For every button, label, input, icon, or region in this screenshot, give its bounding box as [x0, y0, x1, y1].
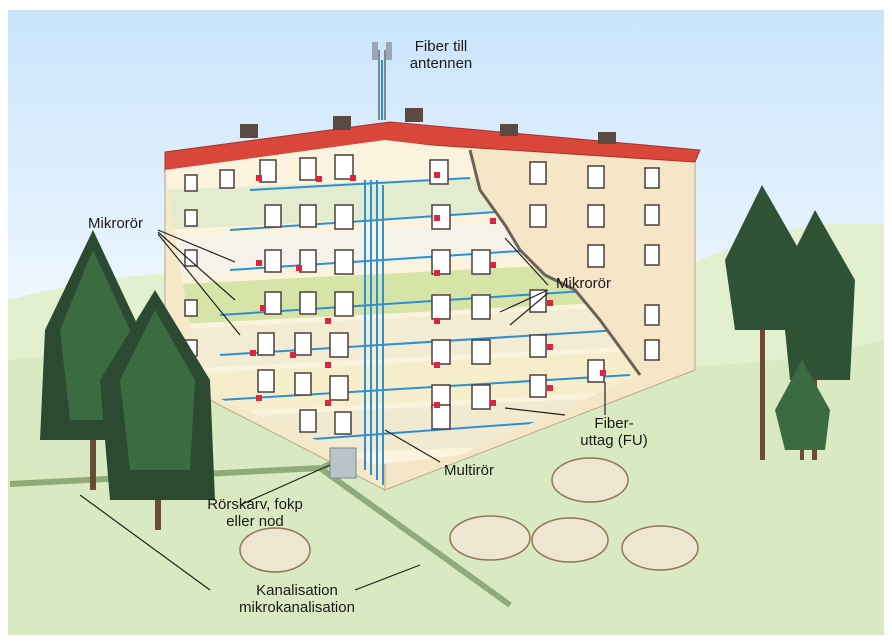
label-rorskarv: Rörskarv, fokp eller nod — [195, 496, 315, 530]
antenna-tower — [372, 42, 392, 120]
tree-left-2 — [100, 290, 215, 530]
label-fiberuttag-line2: uttag (FU) — [580, 432, 648, 449]
chimney — [500, 124, 518, 136]
label-fiber-antenna-line1: Fiber till — [414, 38, 468, 55]
label-kanalisation-line1: Kanalisation — [256, 582, 338, 599]
riser-multiror — [364, 180, 384, 485]
leader-lines — [79, 229, 606, 591]
chimney — [333, 116, 351, 130]
label-fiberuttag-line1: Fiber- — [594, 415, 634, 432]
label-rorskarv-line1: Rörskarv, fokp — [207, 496, 303, 513]
junction-box — [329, 447, 357, 479]
chimney — [598, 132, 616, 144]
bushes — [239, 457, 699, 573]
tree-right-2 — [780, 210, 855, 460]
windows-left — [184, 154, 354, 435]
tree-right-3 — [775, 360, 830, 460]
label-fiberuttag: Fiber- uttag (FU) — [572, 415, 656, 449]
label-rorskarv-line2: eller nod — [226, 513, 284, 530]
label-kanalisation: Kanalisation mikrokanalisation — [222, 582, 372, 616]
fiber-outlets — [250, 172, 606, 408]
roof — [164, 121, 701, 173]
label-fiber-antenna: Fiber till antennen — [398, 38, 484, 72]
chimney — [240, 124, 258, 138]
label-multiror: Multirör — [444, 462, 495, 479]
chimney — [405, 108, 423, 122]
cut-edge — [468, 149, 642, 376]
label-fiber-antenna-line2: antennen — [409, 55, 473, 72]
label-mikroror-left: Mikrorör — [88, 215, 143, 232]
label-kanalisation-line2: mikrokanalisation — [239, 599, 355, 616]
label-mikroror-right: Mikrorör — [556, 275, 611, 292]
